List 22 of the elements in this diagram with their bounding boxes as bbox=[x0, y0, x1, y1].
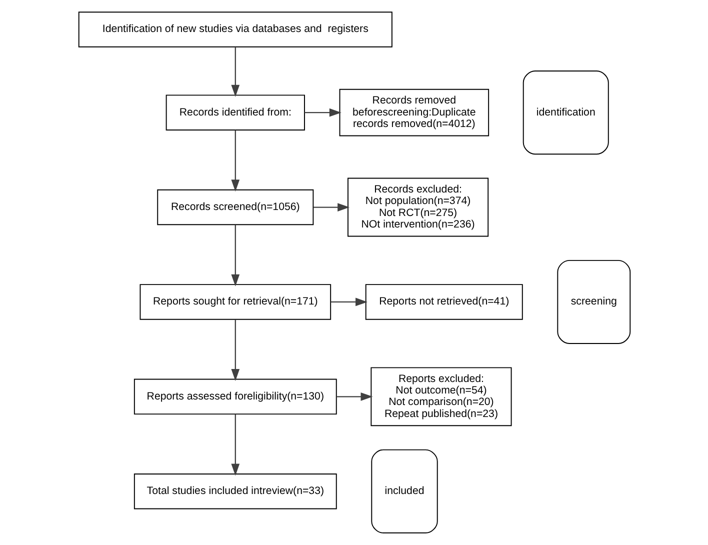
node-box: Reports excluded: Not outcome(n=54) Not comparison(n=20) Repeat published(n=23) bbox=[370, 367, 512, 426]
node-box: Records excluded: Not population(n=374) Not RCT(n=275) NOt intervention(n=236) bbox=[347, 178, 488, 237]
node-box: Reports sought for retrieval(n=171) bbox=[139, 284, 331, 320]
arrow bbox=[230, 130, 240, 192]
node-box: identification bbox=[522, 70, 608, 155]
node-box: included bbox=[370, 449, 438, 534]
arrow bbox=[336, 392, 372, 401]
arrow bbox=[230, 224, 240, 286]
node-box: Records removed beforescreening:Duplicate records removed(n=4012) bbox=[338, 88, 489, 136]
node-box: Records screened(n=1056) bbox=[156, 189, 314, 226]
node-box: Total studies included intreview(n=33) bbox=[133, 473, 336, 510]
node-box: Reports not retrieved(n=41) bbox=[364, 284, 522, 320]
arrow bbox=[230, 320, 240, 382]
node-box: screening bbox=[556, 260, 630, 344]
node-box: Records identified from: bbox=[165, 94, 304, 130]
node-box: Identification of new studies via databases and registers bbox=[78, 12, 392, 48]
arrow bbox=[230, 47, 240, 97]
arrow bbox=[330, 298, 368, 306]
node-box: Reports assessed foreligibility(n=130) bbox=[133, 378, 336, 415]
arrow bbox=[230, 414, 240, 476]
arrow bbox=[304, 108, 341, 117]
arrow bbox=[313, 203, 350, 212]
